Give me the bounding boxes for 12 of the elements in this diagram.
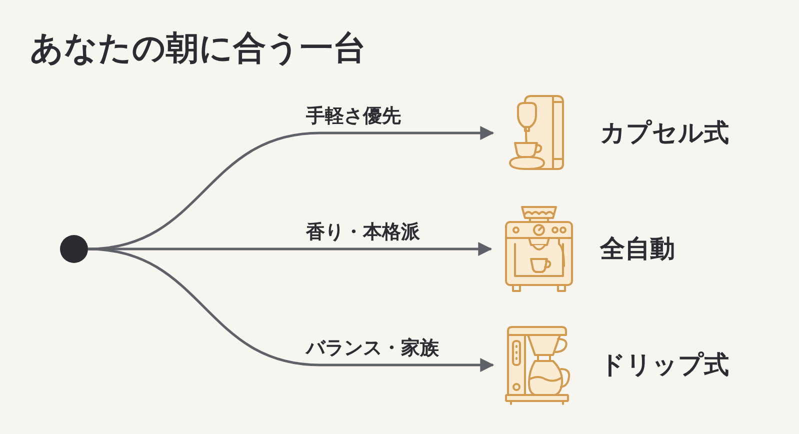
edge-label: 手軽さ優先 [306, 104, 401, 128]
espresso-machine-illustration [503, 204, 575, 294]
title: あなたの朝に合う一台 [30, 27, 366, 69]
start-dot [60, 235, 88, 263]
branch-arrow [88, 126, 494, 250]
branch-arrow [88, 248, 494, 372]
option-label: カプセル式 [600, 117, 729, 149]
edge-label: 香り・本格派 [306, 220, 420, 244]
edge-label: バランス・家族 [306, 336, 439, 360]
option-label: ドリップ式 [600, 349, 729, 381]
drip-coffee-maker-illustration [505, 325, 573, 405]
option-label: 全自動 [600, 233, 675, 265]
